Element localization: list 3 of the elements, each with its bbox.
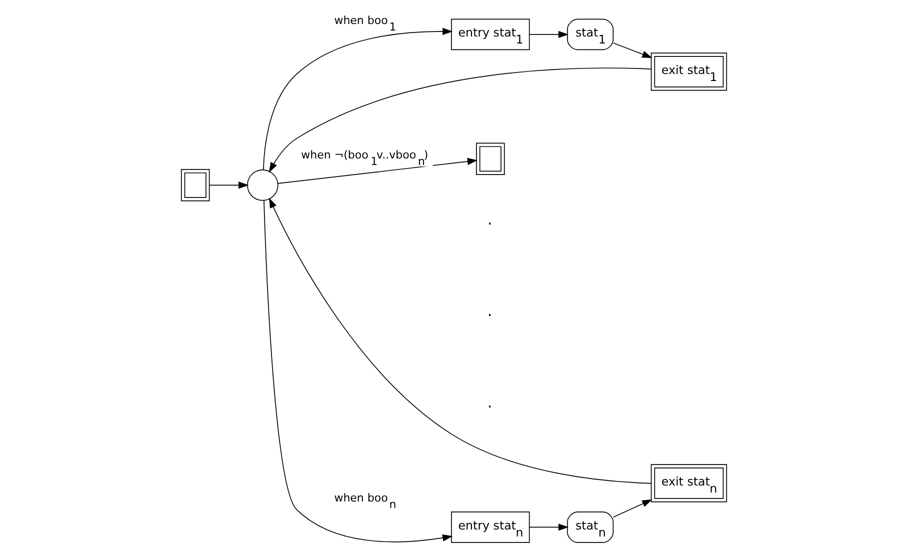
label: . (486, 210, 492, 228)
label: . (486, 393, 492, 412)
label: . (486, 302, 492, 320)
